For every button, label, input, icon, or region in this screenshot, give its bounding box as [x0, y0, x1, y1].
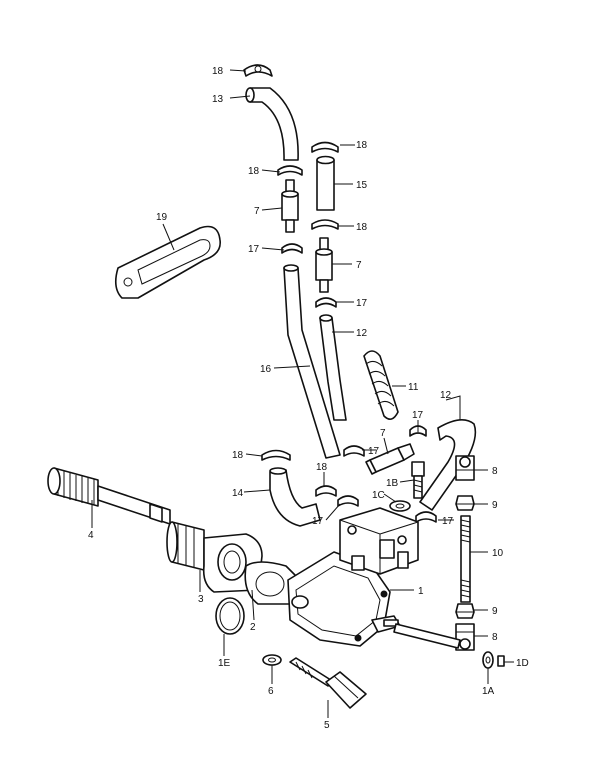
- callout-10: 10: [492, 548, 504, 559]
- hose-clamp-18-e: [261, 449, 291, 461]
- callout-15: 15: [356, 180, 368, 191]
- rod-end-8-lower: [455, 623, 475, 651]
- nut-9-lower: [455, 603, 475, 619]
- hose-clamp-17-e: [337, 495, 359, 507]
- oil-pump-1: [287, 507, 419, 647]
- hose-clamp-17-b: [315, 297, 337, 308]
- callout-17: 17: [442, 516, 454, 527]
- callout-1A: 1A: [482, 686, 495, 697]
- washer-1A: [482, 651, 494, 669]
- callout-17: 17: [412, 410, 424, 421]
- callout-5: 5: [324, 720, 330, 731]
- washer-1C: [389, 500, 411, 512]
- callout-2: 2: [250, 622, 256, 633]
- washer-6: [262, 654, 282, 666]
- callout-9: 9: [492, 606, 498, 617]
- hose-14: [269, 467, 321, 527]
- callout-17: 17: [356, 298, 368, 309]
- protector-11: [363, 350, 399, 420]
- hose-13: [245, 87, 299, 161]
- callout-8: 8: [492, 632, 498, 643]
- callout-1B: 1B: [386, 478, 399, 489]
- callout-18: 18: [212, 66, 224, 77]
- hose-clamp-17-d: [343, 445, 365, 457]
- pin-1D: [497, 655, 505, 667]
- joint-7-right: [315, 237, 333, 293]
- callout-1E: 1E: [218, 658, 231, 669]
- o-ring-1E: [215, 597, 245, 635]
- callout-1: 1: [418, 586, 424, 597]
- callout-7: 7: [254, 206, 260, 217]
- leader-lines: [91, 69, 514, 718]
- hose-clamp-18-f: [315, 485, 337, 497]
- hose-15: [316, 155, 335, 211]
- callout-18: 18: [248, 166, 260, 177]
- hose-clamp-18-b: [311, 141, 339, 153]
- hose-clamp-18-c: [311, 219, 339, 230]
- callout-9: 9: [492, 500, 498, 511]
- gear-shaft-4: [47, 467, 171, 525]
- callout-1C: 1C: [372, 490, 385, 501]
- rod-10: [460, 515, 471, 603]
- callout-labels: 18 13 18 18 15 18 7 19 17 7 17 12 16 11 …: [88, 66, 529, 731]
- hose-clamp-17-f: [415, 511, 437, 523]
- callout-12: 12: [440, 390, 452, 401]
- callout-3: 3: [198, 594, 204, 605]
- pump-lever-arm: [393, 623, 461, 649]
- callout-17: 17: [312, 516, 324, 527]
- callout-18: 18: [356, 222, 368, 233]
- bolt-1B: [411, 461, 425, 499]
- hose-12-upper: [319, 314, 347, 421]
- callout-19: 19: [156, 212, 168, 223]
- callout-7: 7: [356, 260, 362, 271]
- callout-6: 6: [268, 686, 274, 697]
- bracket-19: [114, 225, 221, 299]
- nut-9-upper: [455, 495, 475, 511]
- callout-12: 12: [356, 328, 368, 339]
- callout-11: 11: [408, 382, 419, 393]
- callout-17: 17: [368, 446, 380, 457]
- hose-clamp-18-d: [277, 165, 303, 176]
- bolt-5: [289, 657, 367, 709]
- callout-16: 16: [260, 364, 272, 375]
- callout-18: 18: [356, 140, 368, 151]
- callout-13: 13: [212, 94, 224, 105]
- callout-7: 7: [380, 428, 386, 439]
- hose-clamp-17-a: [281, 243, 303, 254]
- callout-18: 18: [232, 450, 244, 461]
- callout-18: 18: [316, 462, 328, 473]
- callout-8: 8: [492, 466, 498, 477]
- callout-17: 17: [248, 244, 260, 255]
- sleeve-3: [166, 521, 205, 571]
- hose-16: [283, 264, 341, 459]
- callout-14: 14: [232, 488, 244, 499]
- joint-7-left: [281, 179, 299, 233]
- joint-7-middle: [365, 443, 415, 475]
- hose-clamp-18-top: [243, 64, 273, 77]
- rod-end-8-upper: [455, 455, 475, 481]
- callout-1D: 1D: [516, 658, 529, 669]
- callout-4: 4: [88, 530, 94, 541]
